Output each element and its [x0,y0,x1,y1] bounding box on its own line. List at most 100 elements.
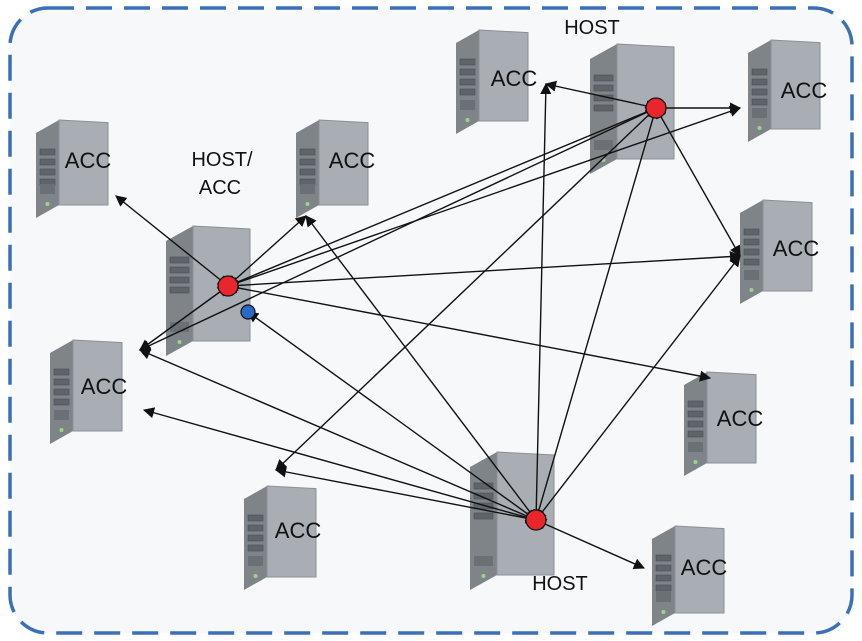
drive-bay [751,78,768,86]
server-front-face [762,199,813,292]
server-side-face [470,452,497,590]
acc7-label: ACC [717,406,764,431]
drive-bay [743,238,760,246]
drive-bay [300,184,315,194]
drive-bay [655,554,672,562]
drive-bay [688,442,703,452]
drive-bay [751,68,768,76]
acc1-label: ACC [65,148,112,173]
blue-hub-dot [240,304,256,320]
drive-bay [53,398,70,406]
server-front-face [58,119,109,206]
acc2-label: ACC [329,148,376,173]
drive-bay [743,248,760,256]
edge-host_top-acc3 [544,80,658,112]
drive-bay [247,534,264,542]
power-led [305,202,310,206]
host-acc-label-line1: HOST/ [191,149,253,171]
power-led [757,126,762,130]
drive-bay [655,564,672,572]
drive-bay [655,574,672,582]
drive-bay [39,158,56,166]
power-led [749,288,754,292]
acc9-server-icon [652,525,725,626]
drive-bay [54,410,69,420]
drive-bay [247,544,264,552]
drive-bay [169,266,190,274]
drive-bay [687,410,704,418]
power-led [59,428,64,432]
drive-bay [687,420,704,428]
dashed-boundary [8,6,854,635]
drive-bay [169,256,190,264]
edge-host_top-acc5 [655,107,741,257]
power-led [45,202,50,206]
power-led [481,574,486,578]
drive-bay [687,430,704,438]
drive-bay [53,368,70,376]
edge-host_bottom-acc9 [534,518,646,570]
acc1-server-icon [36,119,109,218]
drive-bay [247,514,264,522]
server-front-face [674,525,725,614]
drive-bay [593,84,614,92]
server-front-face [72,339,123,432]
drive-bay [593,104,614,112]
power-led [253,574,258,578]
host-top-label: HOST [564,17,620,39]
drive-bay [247,524,264,532]
drive-bay [655,584,672,592]
acc4-server-icon [748,39,821,142]
drive-bay [169,276,190,284]
drive-bay [459,88,476,96]
acc4-label: ACC [781,78,828,103]
drive-bay [751,88,768,96]
edges-layer [115,80,742,570]
drive-bay [459,68,476,76]
acc3-label: ACC [491,66,538,91]
drive-bay [53,378,70,386]
hubs-layer [217,97,667,531]
drive-bay [656,592,671,602]
drive-bay [169,286,190,294]
drive-bay [299,158,316,166]
drive-bay [744,270,759,280]
drive-bay [460,100,475,110]
drive-bay [40,184,55,194]
drive-bay [459,78,476,86]
host-bottom-label: HOST [532,573,588,595]
power-led [661,610,666,614]
acc8-label: ACC [275,518,322,543]
drive-bay [39,168,56,176]
drive-bay [752,108,767,118]
red-hub-dot [645,97,667,119]
drive-bay [743,258,760,266]
acc5-server-icon [740,199,813,304]
acc6-label: ACC [81,374,128,399]
host-acc-label-line2: ACC [199,177,241,199]
drive-bay [299,168,316,176]
drive-bay [53,388,70,396]
acc5-label: ACC [773,236,820,261]
drive-bay [39,148,56,156]
drive-bay [474,556,493,566]
drive-bay [248,556,263,566]
drive-bay [687,400,704,408]
drive-bay [473,512,494,520]
drive-bay [170,322,189,332]
power-led [177,340,182,344]
edge-host_top-host_bottom [533,106,659,522]
drive-bay [751,98,768,106]
labels-layer: ACC ACC ACC ACC ACC ACC ACC ACC ACC HOST/ACC HOST H… [65,17,828,595]
power-led [693,460,698,464]
server-front-face [770,39,821,130]
acc6-server-icon [50,339,123,444]
red-hub-dot [217,275,239,297]
acc9-label: ACC [681,555,728,580]
power-led [465,118,470,122]
drive-bay [299,148,316,156]
drive-bay [473,482,494,490]
red-hub-dot [525,509,547,531]
drive-bay [594,140,613,150]
